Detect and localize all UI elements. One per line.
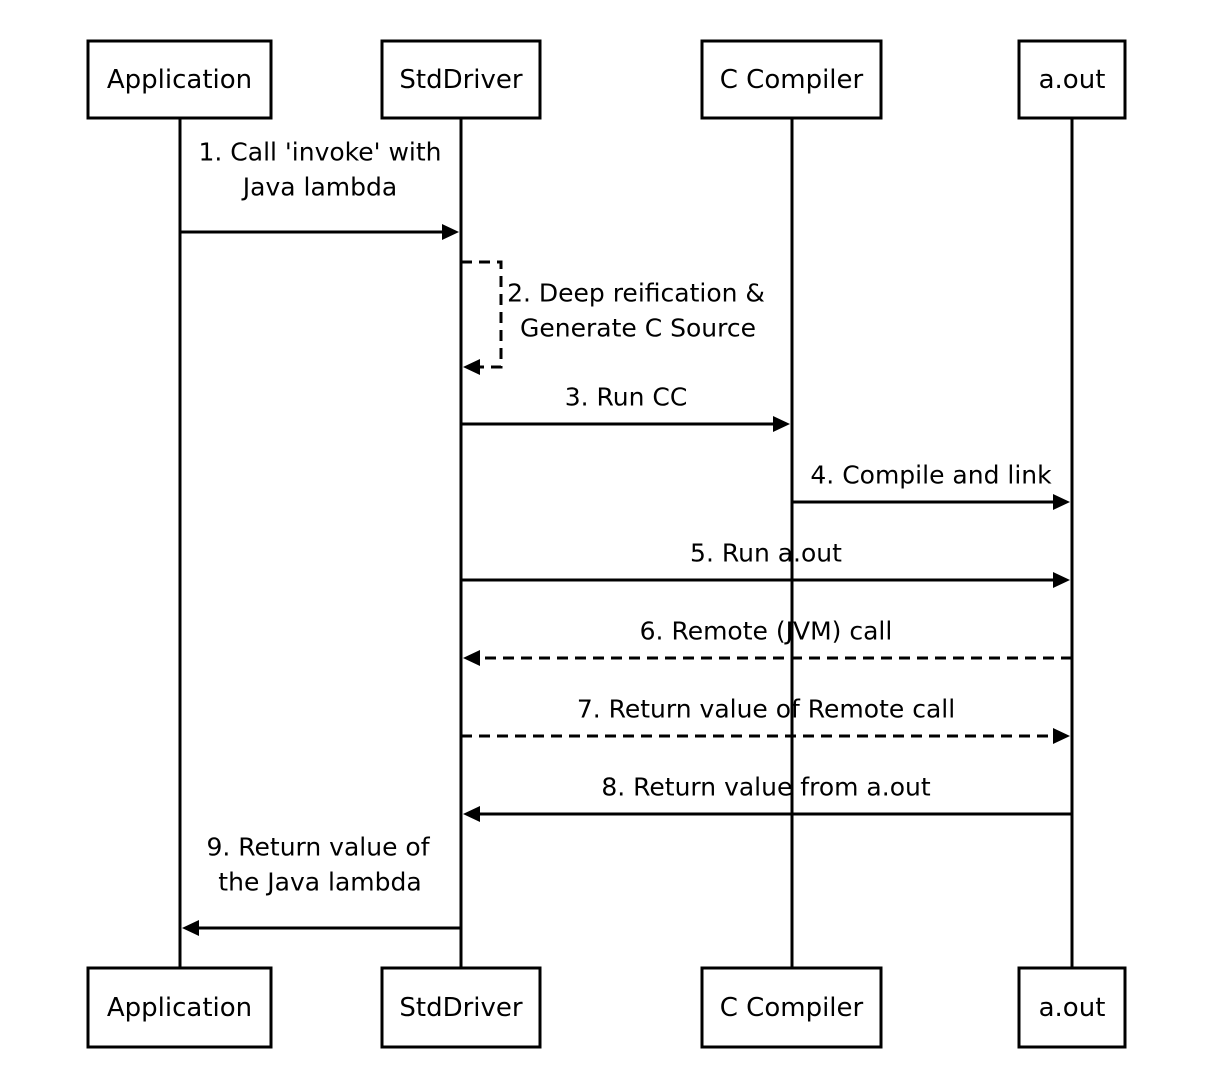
arrow-head: [463, 359, 480, 375]
participant-c-compiler-bottom: C Compiler: [700, 966, 883, 1049]
message-label-line: Java lambda: [241, 173, 397, 202]
message-label-line: 3. Run CC: [565, 383, 688, 412]
message-label-line: Generate C Source: [520, 314, 756, 343]
message-label-line: 5. Run a.out: [690, 539, 842, 568]
message-5: 5. Run a.out: [461, 539, 1070, 588]
participants-top: Application StdDriver C Compiler a.out: [86, 39, 1127, 120]
message-label-line: 4. Compile and link: [810, 461, 1052, 490]
message-9: 9. Return value of the Java lambda: [182, 833, 461, 936]
participant-label: a.out: [1039, 65, 1106, 95]
participant-application-bottom: Application: [86, 966, 273, 1049]
participant-stddriver-bottom: StdDriver: [380, 966, 542, 1049]
arrow-head: [1053, 494, 1070, 510]
arrow-head: [773, 416, 790, 432]
message-label-line: 9. Return value of: [206, 833, 430, 862]
message-label-line: 2. Deep reification &: [507, 279, 765, 308]
participant-label: StdDriver: [399, 65, 523, 95]
messages: 1. Call 'invoke' with Java lambda 2. Dee…: [180, 138, 1072, 936]
message-label-line: 8. Return value from a.out: [601, 773, 930, 802]
participant-c-compiler-top: C Compiler: [700, 39, 883, 120]
message-4: 4. Compile and link: [792, 461, 1070, 510]
participant-aout-top: a.out: [1017, 39, 1127, 120]
arrow-head: [463, 806, 480, 822]
participant-application-top: Application: [86, 39, 273, 120]
message-8: 8. Return value from a.out: [463, 773, 1072, 822]
message-1: 1. Call 'invoke' with Java lambda: [180, 138, 459, 240]
message-self-call-line: [461, 260, 503, 369]
participant-aout-bottom: a.out: [1017, 966, 1127, 1049]
participant-stddriver-top: StdDriver: [380, 39, 542, 120]
message-label-line: the Java lambda: [218, 868, 421, 897]
participant-label: C Compiler: [720, 993, 864, 1023]
message-label-line: 7. Return value of Remote call: [577, 695, 955, 724]
arrow-head: [463, 650, 480, 666]
message-label-line: 1. Call 'invoke' with: [199, 138, 442, 167]
participant-label: StdDriver: [399, 993, 523, 1023]
arrow-head: [1053, 728, 1070, 744]
participant-label: Application: [107, 65, 252, 95]
participant-label: a.out: [1039, 993, 1106, 1023]
arrow-head: [1053, 572, 1070, 588]
arrow-head: [442, 224, 459, 240]
message-label-line: 6. Remote (JVM) call: [640, 617, 893, 646]
participant-label: C Compiler: [720, 65, 864, 95]
lifelines: [178, 118, 1074, 968]
participant-label: Application: [107, 993, 252, 1023]
arrow-head: [182, 920, 199, 936]
message-2: 2. Deep reification & Generate C Source: [461, 260, 765, 375]
message-3: 3. Run CC: [461, 383, 790, 432]
message-6: 6. Remote (JVM) call: [463, 617, 1072, 666]
participants-bottom: Application StdDriver C Compiler a.out: [86, 966, 1127, 1049]
message-7: 7. Return value of Remote call: [461, 695, 1070, 744]
